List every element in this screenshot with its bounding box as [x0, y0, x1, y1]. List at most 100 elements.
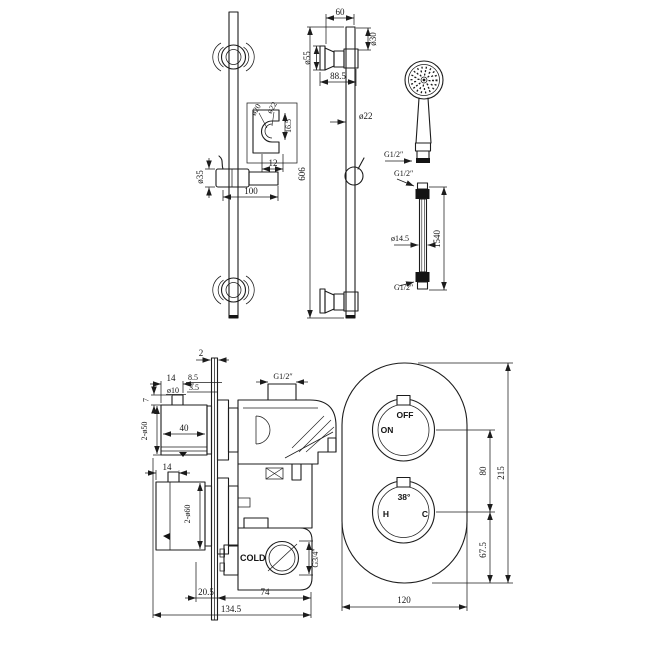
dim-bottom-knob-offset: 14 — [145, 462, 190, 480]
dim-tube-diameter: ø22 — [330, 111, 373, 125]
dim-label-o22-detail: ø22 — [265, 100, 279, 115]
top-inlet-port — [267, 383, 297, 401]
plate-outline — [341, 362, 468, 584]
dim-plate-height: 215 — [418, 362, 513, 584]
dim-slider-length: 100 — [222, 186, 279, 201]
cold-label: C — [422, 509, 428, 519]
dim-label-12: 12 — [269, 158, 278, 168]
dim-label-14-top: 14 — [167, 373, 177, 383]
dim-label-o14-5: ø14.5 — [391, 234, 409, 243]
dim-hose-bottom-thread: G1/2″ — [394, 281, 415, 292]
on-label: ON — [381, 425, 394, 435]
dim-label-14-bottom: 14 — [163, 462, 173, 472]
rail-end-cap — [229, 315, 238, 318]
rail-tube — [228, 11, 239, 319]
dim-label-g12-handle: G1/2″ — [384, 150, 403, 159]
dim-wall-offset: 60 — [325, 7, 355, 44]
dim-label-215: 215 — [496, 466, 506, 480]
shower-hose — [415, 182, 430, 290]
dim-label-o20: ø20 — [249, 102, 263, 117]
valve-body-lower — [237, 527, 313, 591]
dim-slider-diameter: ø35 — [195, 158, 215, 198]
nozzle-ring-middle — [414, 70, 434, 90]
dim-label-606: 606 — [297, 167, 307, 181]
valve-top-knob — [160, 394, 239, 461]
dim-label-80: 80 — [478, 466, 488, 476]
slider-lever — [218, 155, 224, 170]
dim-top-knob-offset: 14 — [150, 373, 194, 403]
bottom-ring-bracket — [212, 275, 255, 305]
control-plate-front-view: OFF ON 38° H C 80 215 67.5 — [341, 362, 513, 611]
dim-hose-diameter: ø14.5 — [391, 234, 436, 248]
slider-holder — [215, 155, 279, 188]
dim-label-o55: ø55 — [302, 51, 312, 65]
dim-label-20-5: 20.5 — [198, 587, 214, 597]
dim-cap-diameter: ø30 — [356, 27, 378, 51]
hand-shower: G1/2″ G1/2″ G1/2″ ø14.5 1540 — [384, 60, 447, 292]
dim-label-2-o60: 2-ø60 — [183, 505, 192, 524]
cold-inlet-label: COLD — [240, 553, 266, 563]
shower-handle — [414, 97, 432, 163]
dim-label-g34: G3/4″ — [311, 548, 320, 567]
dim-label-60: 60 — [336, 7, 346, 17]
temp-label: 38° — [398, 492, 411, 502]
on-off-knob: OFF ON — [371, 394, 436, 462]
dim-knob-spacing: 80 — [436, 429, 495, 513]
temperature-knob: 38° H C — [371, 476, 436, 544]
dim-label-134-5: 134.5 — [221, 604, 242, 614]
shower-head — [404, 60, 444, 100]
dim-label-8-5: 8.5 — [188, 373, 198, 382]
dim-knob2-diameter: 2-ø60 — [183, 481, 205, 551]
dim-bottom-chain: 20.5 74 134.5 — [152, 458, 312, 618]
holder-detail-box: ø20 ø22 16.5 12 — [246, 100, 298, 172]
valve-body: COLD — [219, 383, 337, 591]
dim-handle-thread: G1/2″ — [384, 150, 412, 164]
slide-rail-front-view: ø35 100 ø20 ø22 16.5 12 — [195, 11, 298, 319]
dim-top-thread: G1/2″ — [256, 372, 308, 385]
dim-label-2: 2 — [199, 348, 204, 358]
valve-section-view: 2 14 8.5 3.5 ø10 — [140, 348, 337, 621]
dim-label-1540: 1540 — [432, 230, 442, 249]
dim-hose-top-thread: G1/2″ — [394, 169, 415, 187]
knob-index-tab — [396, 476, 411, 488]
dim-label-16-5: 16.5 — [284, 119, 293, 133]
dim-bottom-offset: 67.5 — [478, 512, 493, 583]
cold-outlet-circle — [264, 540, 300, 576]
dim-label-67-5: 67.5 — [478, 542, 488, 558]
dim-knob1-diameter: 2-ø50 — [140, 406, 161, 456]
dim-flange-diameter: ø55 — [302, 45, 320, 71]
dim-label-88-5: 88.5 — [330, 71, 346, 81]
dim-label-100: 100 — [244, 186, 258, 196]
dim-knob-width: 40 — [163, 423, 205, 437]
bottom-wall-bracket — [319, 288, 359, 314]
dim-label-g12-top: G1/2″ — [394, 169, 413, 178]
dim-label-3-5: 3.5 — [189, 383, 199, 392]
dim-label-o22: ø22 — [359, 111, 373, 121]
dim-hose-length: 1540 — [429, 186, 447, 291]
off-label: OFF — [397, 410, 414, 420]
dim-label-40: 40 — [180, 423, 190, 433]
hot-label: H — [383, 509, 389, 519]
dim-plate-width: 120 — [341, 523, 468, 611]
valve-bottom-knob — [155, 471, 239, 555]
dim-rail-length: 606 — [297, 26, 344, 319]
nozzle-ring-inner — [417, 73, 431, 87]
top-wall-bracket — [319, 45, 359, 71]
nozzle-ring-outer — [410, 66, 438, 94]
dim-plate-thickness: 2 — [196, 348, 229, 363]
dim-small-offsets: 8.5 3.5 ø10 7 — [142, 373, 222, 414]
top-ring-bracket — [212, 42, 255, 72]
slider-knob-side — [344, 157, 365, 186]
dim-label-120: 120 — [397, 595, 411, 605]
dim-label-7: 7 — [142, 398, 151, 402]
dim-label-2-o50: 2-ø50 — [140, 422, 149, 441]
rail-tube-side — [345, 26, 356, 319]
slide-rail-side-view: 60 ø30 ø55 88.5 ø22 606 — [297, 7, 378, 319]
dim-label-74: 74 — [261, 587, 271, 597]
knob-index-tab — [396, 394, 411, 406]
dim-label-g12-valve: G1/2″ — [273, 372, 292, 381]
dim-bracket-width: 88.5 — [319, 69, 357, 86]
dim-label-o30: ø30 — [368, 32, 378, 46]
dim-outlet-thread: G3/4″ — [299, 540, 320, 576]
